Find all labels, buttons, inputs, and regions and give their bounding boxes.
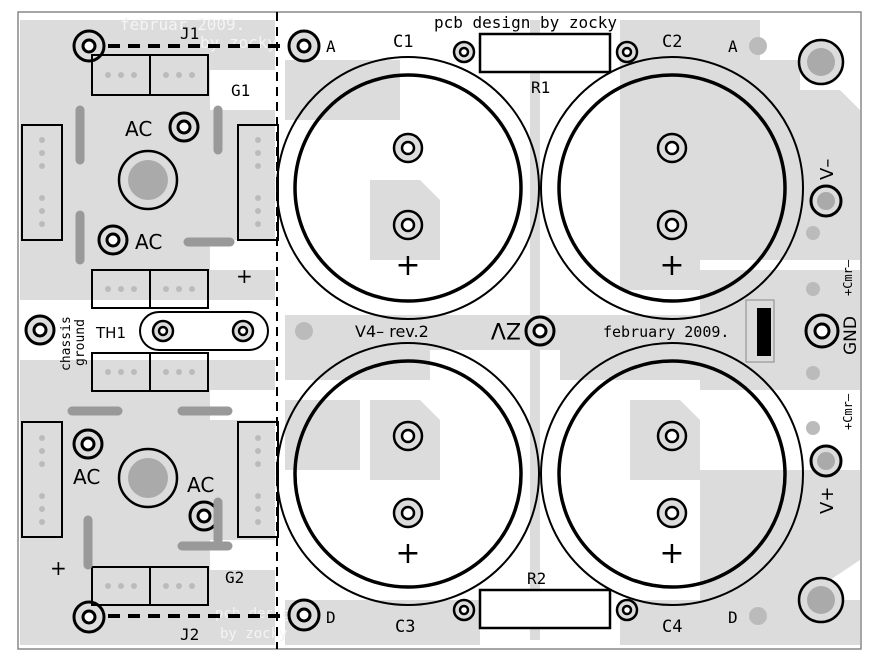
- board-title: pcb design by zocky: [434, 13, 617, 32]
- resistor-pads: [452, 40, 639, 622]
- label-a-left: A: [326, 37, 336, 56]
- label-d-left: D: [326, 608, 336, 627]
- label-j2: J2: [180, 625, 199, 644]
- thermistor-pads: [151, 319, 255, 343]
- label-gnd: GND: [841, 316, 861, 355]
- connector-blocks: [21, 54, 279, 606]
- capacitor-c4: [540, 342, 804, 606]
- label-c3: C3: [395, 617, 415, 637]
- plus-mark-top: +: [236, 264, 253, 288]
- capacitor-c2: [540, 56, 804, 320]
- label-ground: ground: [73, 319, 88, 366]
- ghost-text-top: februar 2009.: [120, 15, 245, 34]
- copper-small-pads: [295, 37, 820, 625]
- label-r2: R2: [527, 569, 546, 588]
- ghost-text-bottom2: by zocky: [220, 626, 287, 642]
- c3-plus-sign: +: [395, 536, 420, 571]
- mounting-holes: [117, 38, 845, 624]
- label-a-right: A: [728, 37, 738, 56]
- label-version: V4– rev.2: [355, 322, 429, 341]
- thermistor-th1: [139, 311, 269, 351]
- label-g2: G2: [225, 568, 244, 587]
- label-r1: R1: [531, 78, 550, 97]
- connector-pins: [39, 72, 261, 589]
- label-v-plus: V+: [817, 487, 838, 514]
- label-g1: G1: [231, 81, 250, 100]
- trace-bars: [67, 105, 235, 570]
- label-zv: ZV: [491, 317, 521, 342]
- resistor-r1: [478, 32, 612, 74]
- label-ac-2: AC: [135, 230, 162, 254]
- c4-plus-sign: +: [659, 536, 684, 571]
- c1-plus-sign: +: [395, 248, 420, 283]
- label-th1: TH1: [95, 324, 126, 342]
- label-c1: C1: [393, 32, 413, 52]
- capacitor-pads: [392, 132, 688, 529]
- label-j1: J1: [180, 24, 199, 43]
- ghost-text-top2: by zocky: [200, 33, 277, 52]
- label-date: february 2009.: [603, 323, 729, 341]
- label-v-minus: V–: [817, 159, 838, 180]
- label-cmr-bottom: +Cmr–: [841, 393, 855, 430]
- label-chassis: chassis: [59, 316, 74, 371]
- terminal-pads: [24, 29, 843, 634]
- label-d-right: D: [728, 608, 738, 627]
- label-ac-3: AC: [73, 465, 100, 489]
- c2-plus-sign: +: [659, 248, 684, 283]
- plus-mark-bottom: +: [50, 556, 67, 580]
- resistor-r2: [478, 588, 612, 630]
- label-cmr-top: +Cmr–: [841, 259, 855, 296]
- label-ac-4: AC: [187, 473, 214, 497]
- label-c2: C2: [662, 32, 682, 52]
- label-c4: C4: [662, 617, 682, 637]
- jumper-bar: [757, 308, 771, 356]
- label-ac-1: AC: [125, 117, 152, 141]
